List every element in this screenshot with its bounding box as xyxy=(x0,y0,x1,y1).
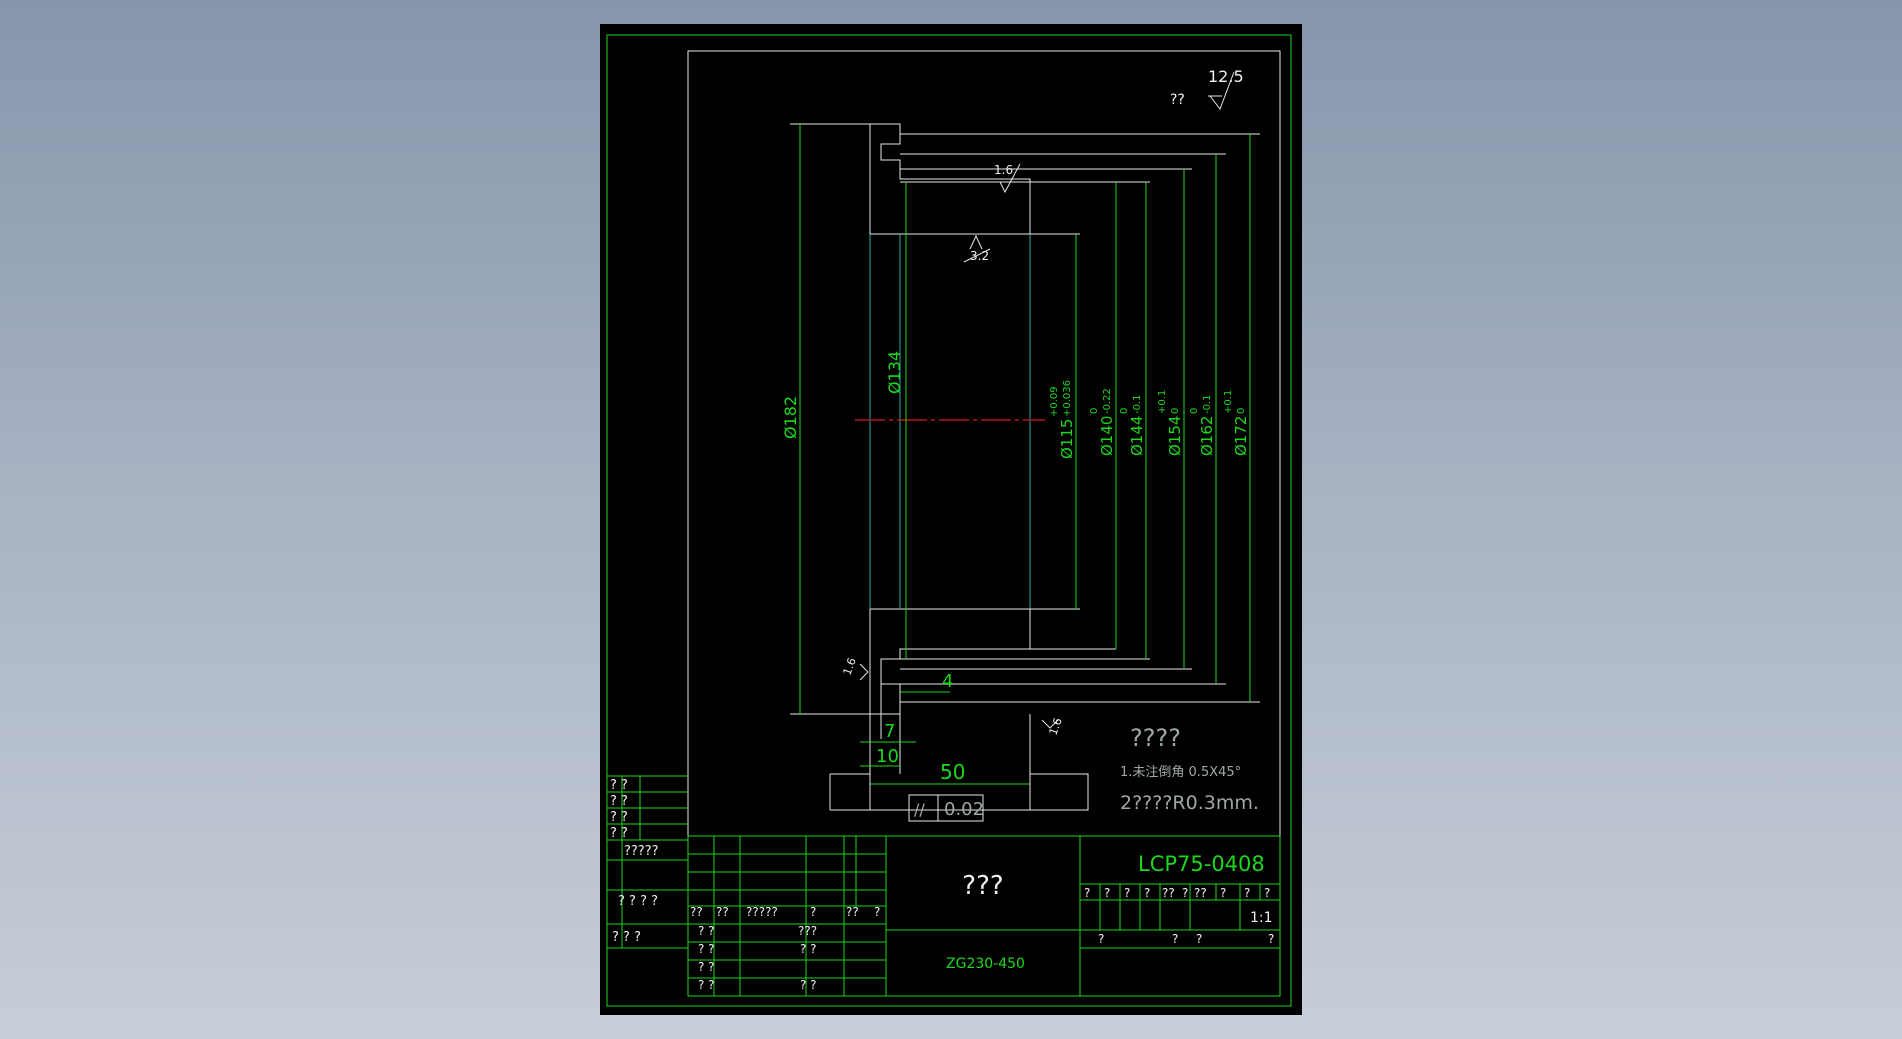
sign-header-4: ? xyxy=(810,905,816,919)
sign-row-3: ? ? xyxy=(698,960,715,974)
dim-d140-upper: 0 xyxy=(1089,408,1100,414)
left-label-6: ? ? ? ? xyxy=(618,894,658,909)
info-header-7: ?? xyxy=(1194,886,1207,900)
dim-d115: Ø115 xyxy=(1058,419,1076,459)
sign-header-5: ?? xyxy=(846,905,859,919)
roughness-note-label: ?? xyxy=(1170,92,1185,108)
roughness-top-inner: 1.6 xyxy=(994,163,1013,177)
sign-right-3: ? ? xyxy=(800,978,817,992)
info-bottom-4: ? xyxy=(1268,932,1274,946)
dim-d172: Ø172 xyxy=(1232,416,1250,456)
dim-d172-lower: 0 xyxy=(1236,408,1247,414)
sign-header-3: ????? xyxy=(746,905,778,919)
tolerance-value: 0.02 xyxy=(944,799,984,820)
dim-d154-upper: +0.1 xyxy=(1157,390,1168,414)
top-hatch-section xyxy=(869,123,1031,235)
info-header-9: ? xyxy=(1244,886,1250,900)
bottom-hatch-section xyxy=(869,608,1031,715)
dim-d172-upper: +0.1 xyxy=(1223,390,1234,414)
info-header-1: ? xyxy=(1084,886,1090,900)
drawing-sheet[interactable]: Ø182 Ø134 Ø115 +0.09 +0.036 Ø140 0 -0.22… xyxy=(600,24,1302,1015)
info-bottom-1: ? xyxy=(1098,932,1104,946)
material: ZG230-450 xyxy=(946,956,1025,972)
dim-d162: Ø162 xyxy=(1198,416,1216,456)
sign-header-1: ?? xyxy=(690,905,703,919)
info-header-4: ? xyxy=(1144,886,1150,900)
dim-len-50: 50 xyxy=(940,760,965,784)
dim-d162-lower: -0.1 xyxy=(1202,394,1213,414)
dim-d162-upper: 0 xyxy=(1189,408,1200,414)
sign-header-6: ? xyxy=(874,905,880,919)
left-label-4: ? ? xyxy=(610,826,628,841)
sign-header-2: ?? xyxy=(716,905,729,919)
left-label-1: ? ? xyxy=(610,778,628,793)
dim-d144-lower: -0.1 xyxy=(1132,394,1143,414)
sign-row-2: ? ? xyxy=(698,942,715,956)
tolerance-symbol: // xyxy=(914,800,925,819)
info-bottom-2: ? xyxy=(1172,932,1178,946)
dim-d115-upper: +0.09 xyxy=(1049,386,1060,417)
part-number: LCP75-0408 xyxy=(1138,852,1265,876)
tolerance-frame xyxy=(908,794,984,822)
dim-len-4: 4 xyxy=(942,671,953,692)
dim-d154-lower: 0 xyxy=(1170,408,1181,414)
info-header-6: ? xyxy=(1182,886,1188,900)
part-name: ??? xyxy=(962,871,1003,901)
info-bottom-3: ? xyxy=(1196,932,1202,946)
dim-d140-lower: -0.22 xyxy=(1102,388,1113,414)
left-label-2: ? ? xyxy=(610,794,628,809)
notes-line-1: 1.未注倒角 0.5X45° xyxy=(1120,765,1241,780)
title-block-grid xyxy=(687,835,1281,997)
notes-title: ???? xyxy=(1130,724,1181,752)
roughness-symbols xyxy=(859,71,1235,729)
sign-right-2: ? ? xyxy=(800,942,817,956)
dim-d144: Ø144 xyxy=(1128,416,1146,456)
dim-d154: Ø154 xyxy=(1166,416,1184,456)
notes-line-2: 2????R0.3mm. xyxy=(1120,792,1259,814)
roughness-general-value: 12.5 xyxy=(1208,67,1244,86)
info-header-10: ? xyxy=(1264,886,1270,900)
dimension-lines xyxy=(790,123,1251,811)
roughness-right-face: 1.6 xyxy=(1047,716,1065,737)
outer-border xyxy=(606,34,1292,1007)
dim-len-10: 10 xyxy=(876,746,899,767)
dim-d134: Ø134 xyxy=(885,351,904,394)
roughness-left-face: 1.6 xyxy=(841,656,859,677)
roughness-bore: 3.2 xyxy=(970,249,989,263)
left-label-7: ? ? ? xyxy=(612,930,641,945)
left-label-column xyxy=(607,775,688,949)
drawing-canvas: Ø182 Ø134 Ø115 +0.09 +0.036 Ø140 0 -0.22… xyxy=(606,34,1292,1007)
dim-len-7: 7 xyxy=(884,721,895,742)
info-header-2: ? xyxy=(1104,886,1110,900)
sign-row-4: ? ? xyxy=(698,978,715,992)
left-label-3: ? ? xyxy=(610,810,628,825)
info-header-3: ? xyxy=(1124,886,1130,900)
info-header-8: ? xyxy=(1220,886,1226,900)
part-section xyxy=(855,123,1260,715)
info-header-5: ?? xyxy=(1162,886,1175,900)
dim-d115-lower: +0.036 xyxy=(1062,380,1073,417)
dim-d182: Ø182 xyxy=(781,396,800,439)
sign-right-1: ??? xyxy=(798,924,817,938)
dim-d140: Ø140 xyxy=(1098,416,1116,456)
dim-d144-upper: 0 xyxy=(1119,408,1130,414)
sign-row-1: ? ? xyxy=(698,924,715,938)
scale: 1:1 xyxy=(1250,910,1273,926)
left-label-5: ????? xyxy=(624,844,659,859)
